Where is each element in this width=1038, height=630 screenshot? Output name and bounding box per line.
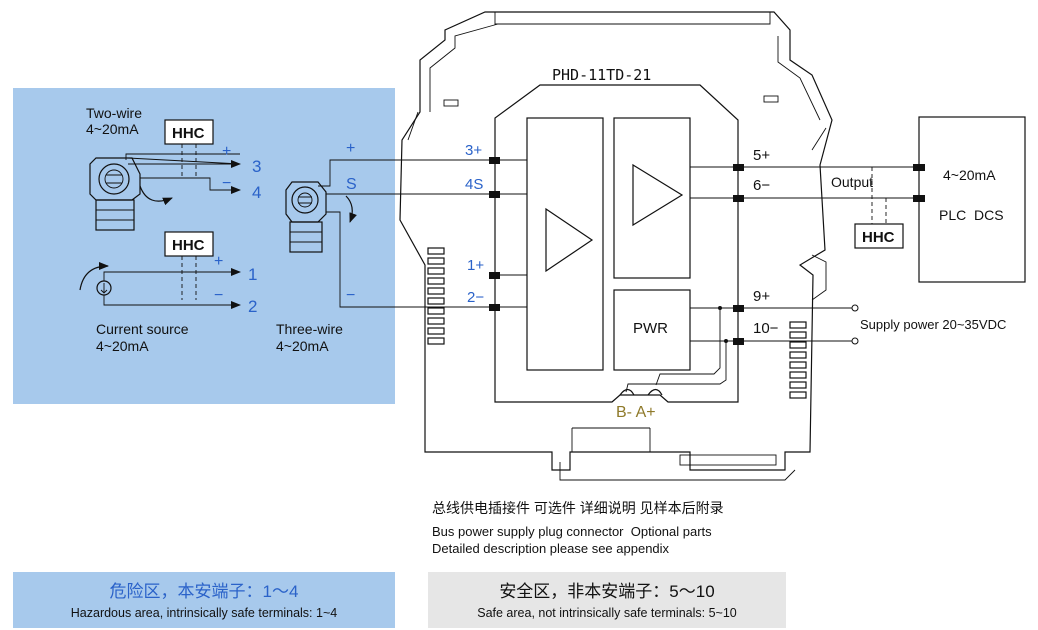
terminal-6-label: 6− — [753, 177, 770, 194]
plc-signal-label: 4~20mA — [943, 167, 996, 183]
current-source-minus: − — [214, 287, 223, 304]
safe-footer-cn: 安全区，非本安端子：5～10 — [499, 582, 714, 601]
hazard-footer-en: Hazardous area, intrinsically safe termi… — [71, 606, 337, 620]
terminal-10-label: 10− — [753, 320, 779, 337]
current-source-label-1: Current source — [96, 321, 189, 337]
input-amplifier-block — [526, 117, 604, 371]
three-wire-label-1: Three-wire — [276, 321, 343, 337]
plc-dcs-label: PLC DCS — [939, 207, 1004, 223]
hhc-label-output: HHC — [862, 229, 895, 246]
terminal-9-label: 9+ — [753, 288, 770, 305]
output-amplifier-icon — [632, 163, 684, 227]
three-wire-s: S — [346, 176, 357, 193]
left-vents — [427, 247, 445, 345]
hazard-terminal-3: 3 — [252, 157, 261, 176]
model-name: PHD-11TD-21 — [552, 66, 651, 84]
three-wire-plus: + — [346, 140, 355, 157]
pwr-label: PWR — [633, 320, 668, 337]
hazard-terminal-4: 4 — [252, 183, 261, 202]
three-wire-transmitter-icon — [285, 181, 327, 253]
hhc-label-two-wire: HHC — [172, 125, 205, 142]
hhc-box-two-wire — [164, 119, 214, 145]
hhc-label-current-source: HHC — [172, 237, 205, 254]
two-wire-minus: − — [222, 175, 231, 192]
hhc-box-output — [854, 223, 904, 249]
current-source-label-2: 4~20mA — [96, 338, 149, 354]
right-vents — [789, 321, 807, 399]
current-source-plus: + — [214, 253, 223, 270]
terminal-2-label: 2− — [467, 289, 484, 306]
safe-footer-panel — [428, 572, 786, 628]
plc-dcs-box — [918, 116, 1026, 283]
two-wire-transmitter-icon — [89, 157, 141, 231]
terminal-5-label: 5+ — [753, 147, 770, 164]
pwr-block — [613, 289, 691, 371]
note-english-1: Bus power supply plug connector Optional… — [432, 524, 712, 539]
hazard-terminal-2: 2 — [248, 297, 257, 316]
hazard-footer-panel — [13, 572, 395, 628]
note-chinese: 总线供电插接件 可选件 详细说明 见样本后附录 — [432, 500, 724, 516]
two-wire-label-1: Two-wire — [86, 105, 142, 121]
circuit-board — [494, 84, 739, 403]
output-terminal-marks — [733, 164, 744, 345]
output-label: Output — [831, 174, 873, 190]
bus-terminal-label: B- A+ — [616, 404, 656, 421]
input-terminal-marks — [489, 157, 500, 311]
hazard-footer-cn: 危险区，本安端子：1～4 — [110, 582, 299, 601]
device-housing — [399, 11, 833, 481]
terminal-4-label: 4S — [465, 176, 483, 193]
three-wire-label-2: 4~20mA — [276, 338, 329, 354]
output-amplifier-block — [613, 117, 691, 279]
three-wire-minus: − — [346, 287, 355, 304]
note-english-2: Detailed description please see appendix — [432, 541, 670, 556]
current-source-icon — [79, 262, 241, 309]
supply-power-label: Supply power 20~35VDC — [860, 317, 1006, 332]
two-wire-label-2: 4~20mA — [86, 121, 139, 137]
hazard-terminal-1: 1 — [248, 265, 257, 284]
safe-footer-en: Safe area, not intrinsically safe termin… — [477, 606, 737, 620]
input-amplifier-icon — [545, 207, 594, 273]
two-wire-plus: + — [222, 143, 231, 160]
terminal-3-label: 3+ — [465, 142, 482, 159]
hhc-box-current-source — [164, 231, 214, 257]
terminal-1-label: 1+ — [467, 257, 484, 274]
